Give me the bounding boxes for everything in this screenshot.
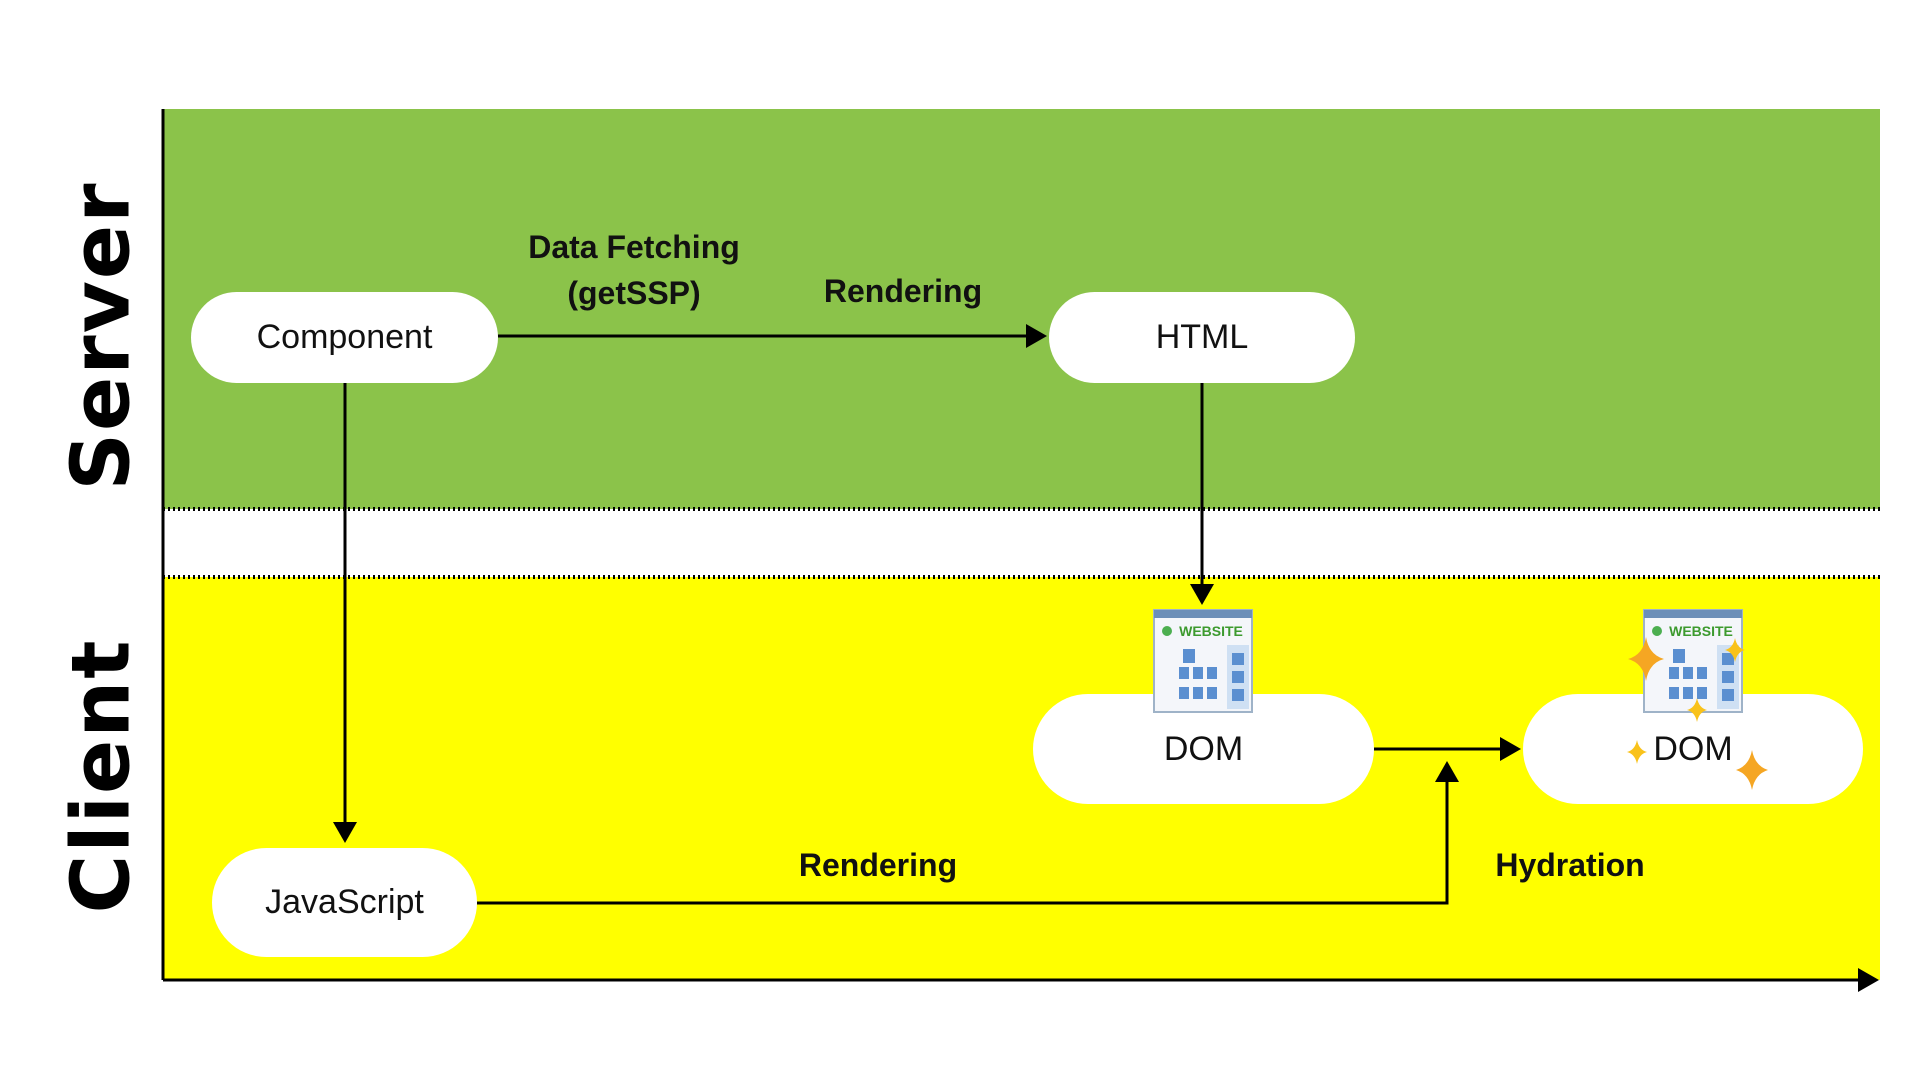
data-fetching-title: Data Fetching: [528, 229, 740, 265]
data-fetching-label: Data Fetching (getSSP): [528, 224, 740, 316]
server-rendering-label: Rendering: [823, 273, 983, 309]
html-node: HTML: [1049, 292, 1355, 383]
component-node: Component: [191, 292, 498, 383]
website-icon-text: WEBSITE: [1179, 623, 1243, 639]
hydration-label: Hydration: [1495, 847, 1645, 883]
website-page-icon-hydrated: WEBSITE: [1643, 609, 1743, 713]
website-page-icon: WEBSITE: [1153, 609, 1253, 713]
javascript-node: JavaScript: [212, 848, 477, 957]
client-rendering-label: Rendering: [798, 847, 958, 883]
website-icon-text: WEBSITE: [1669, 623, 1733, 639]
arrow-javascript-to-hydration: [477, 761, 1459, 905]
data-fetching-subtitle: (getSSP): [567, 275, 701, 311]
